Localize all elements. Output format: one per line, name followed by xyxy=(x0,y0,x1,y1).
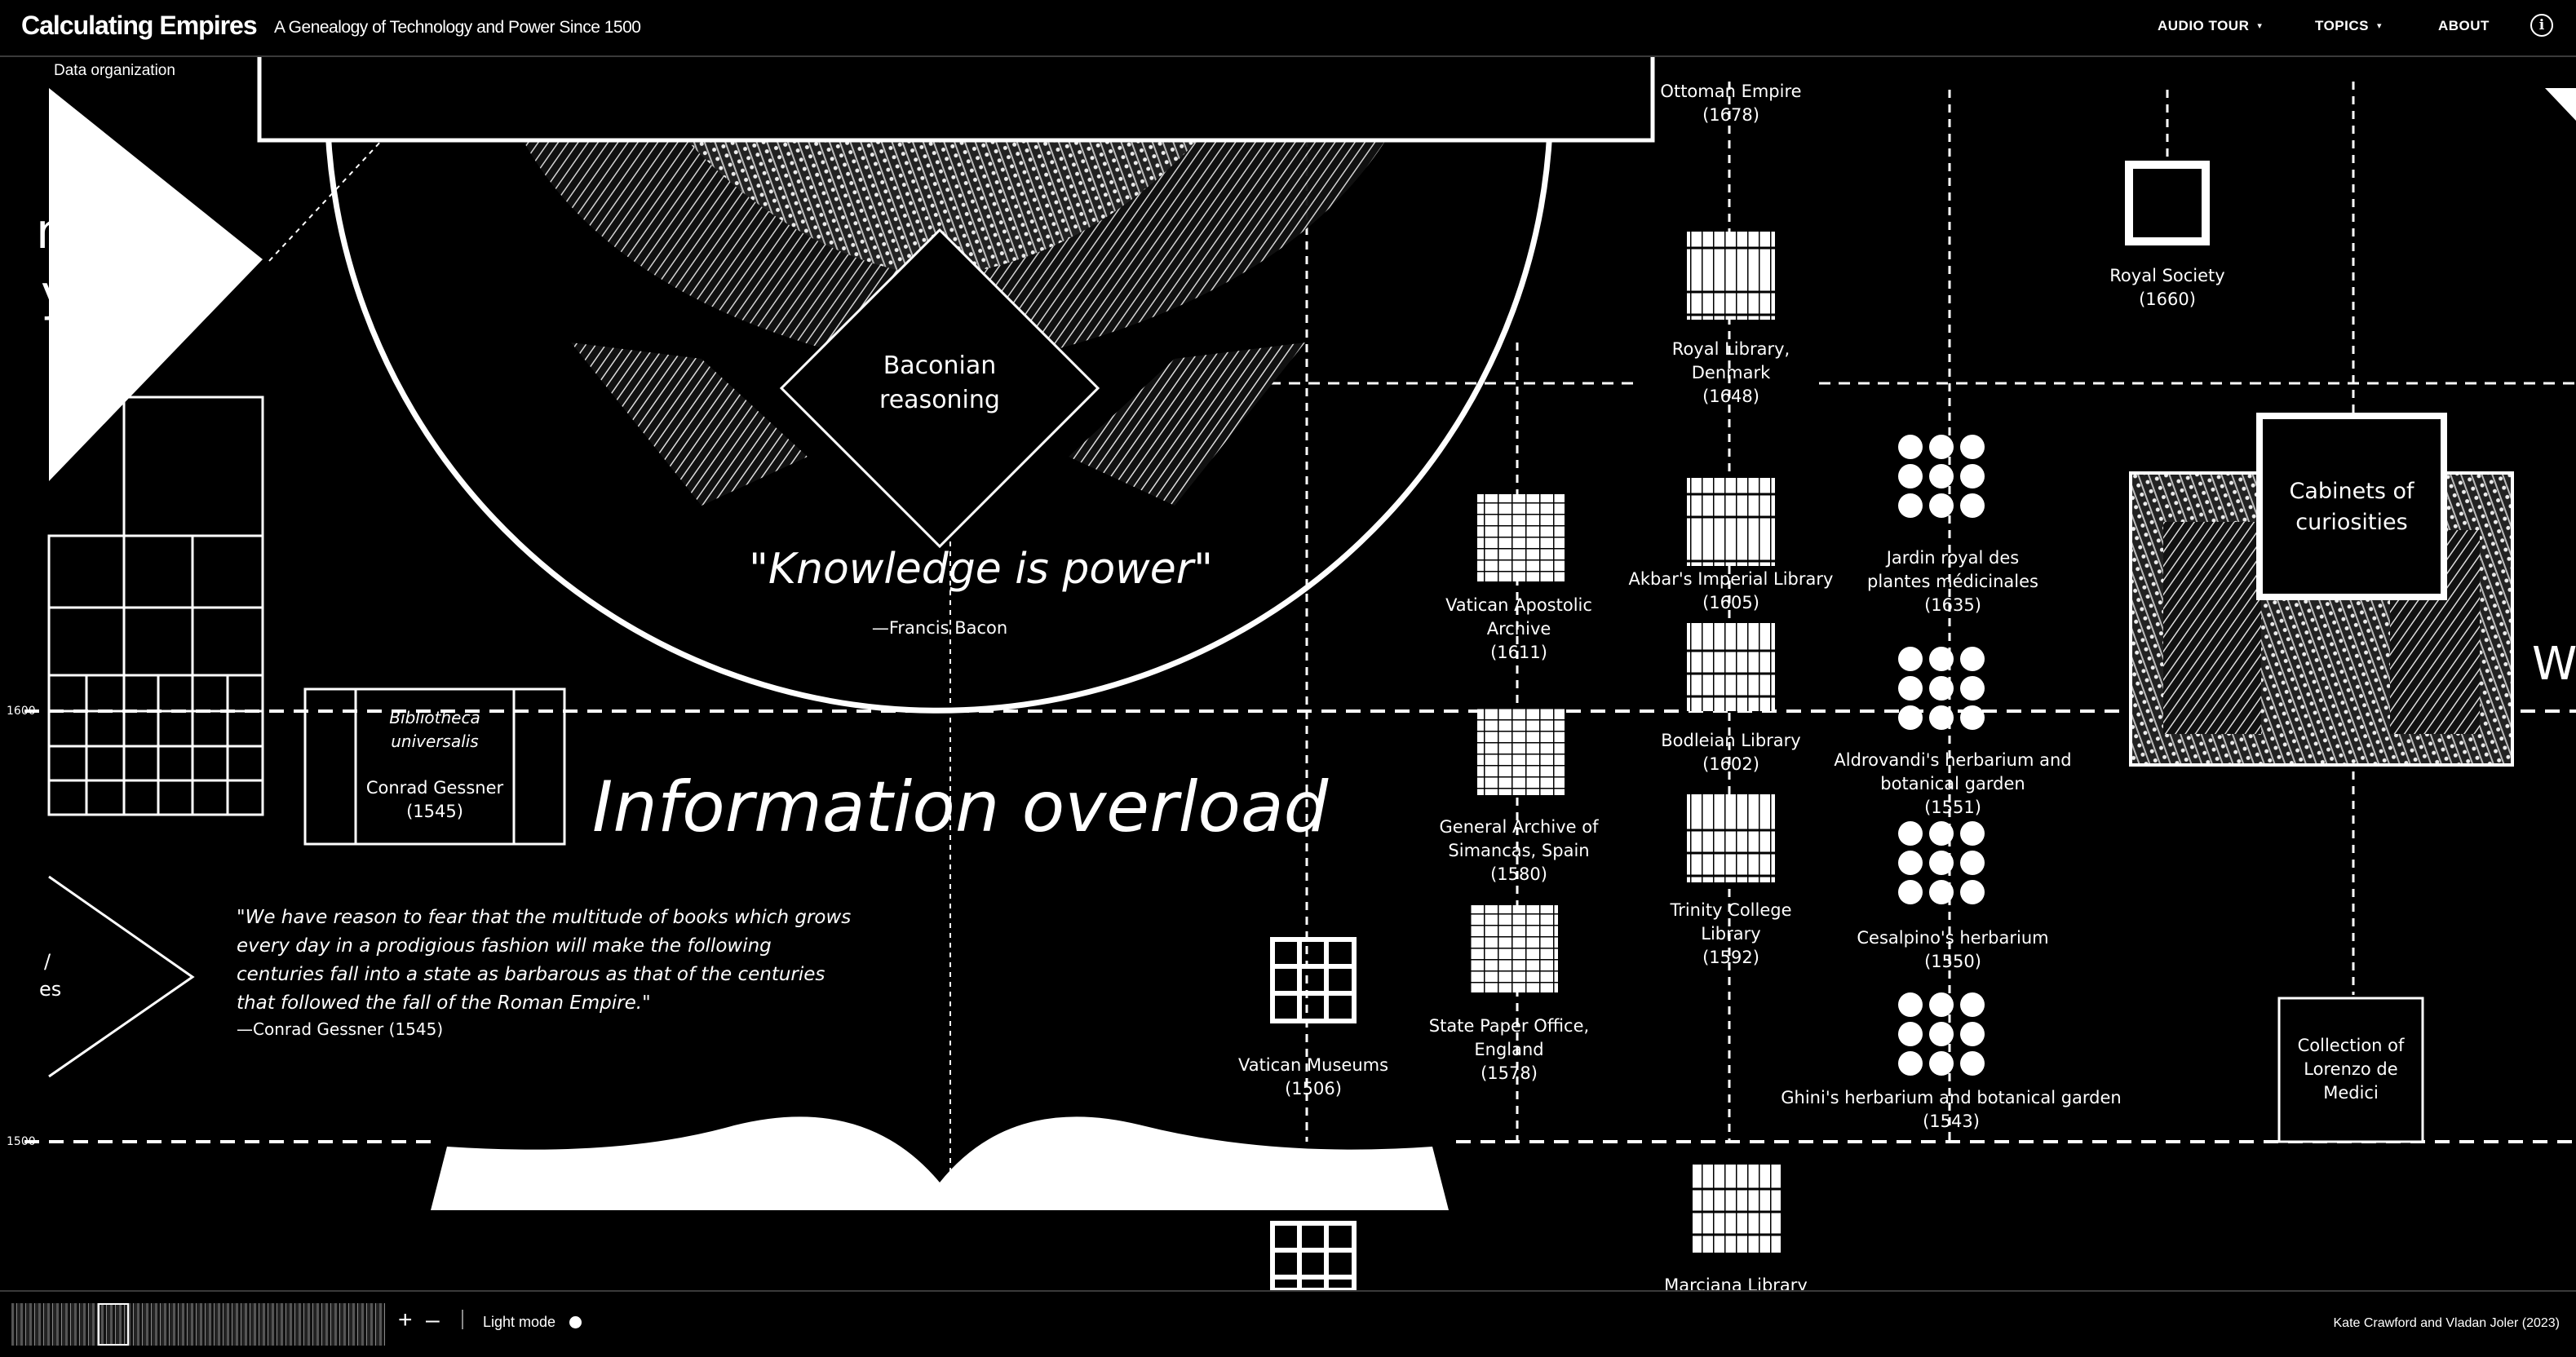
bottom-bar: + – Light mode Kate Crawford and Vladan … xyxy=(0,1290,2576,1357)
archive-icon[interactable] xyxy=(1477,494,1565,581)
bibliotheca-author[interactable]: Conrad Gessner (1545) xyxy=(365,778,504,821)
year-marker-1600: 1600 xyxy=(7,705,36,718)
right-fragment: W xyxy=(2532,638,2576,691)
node-vatican-museums[interactable]: Vatican Museums(1506) xyxy=(1237,1055,1389,1098)
library-icon[interactable] xyxy=(1687,478,1775,566)
cabinet-engraving xyxy=(2129,471,2514,767)
nav-topics[interactable]: TOPICS▾ xyxy=(2315,18,2383,33)
library-icon[interactable] xyxy=(1687,623,1775,711)
knowledge-quote: "Knowledge is power" xyxy=(749,545,1214,594)
year-marker-1500: 1500 xyxy=(7,1135,36,1148)
node-state-paper-office[interactable]: State Paper Office,England(1578) xyxy=(1428,1016,1590,1083)
archive-icon[interactable] xyxy=(1477,708,1565,795)
library-icon[interactable] xyxy=(1687,794,1775,882)
library-icon[interactable] xyxy=(1693,1165,1781,1253)
library-icon[interactable] xyxy=(1687,232,1775,320)
royal-society-icon[interactable] xyxy=(2125,161,2210,245)
museum-icon[interactable] xyxy=(1270,937,1357,1023)
baconian-diamond[interactable] xyxy=(779,228,1100,549)
node-ottoman-empire[interactable]: Ottoman Empire(1678) xyxy=(1660,82,1802,125)
left-fragment-mid: / es xyxy=(39,950,62,1001)
node-cesalpino-herbarium[interactable]: Cesalpino's herbarium(1550) xyxy=(1857,928,2049,971)
chevron-down-icon: ▾ xyxy=(2257,21,2263,31)
minimap-viewport-handle[interactable] xyxy=(98,1303,129,1346)
museum-icon[interactable] xyxy=(1270,1221,1357,1293)
bacon-attribution: —Francis Bacon xyxy=(871,618,1008,638)
zoom-out-button[interactable]: – xyxy=(426,1306,440,1333)
site-title[interactable]: Calculating Empires xyxy=(21,11,258,40)
light-mode-label[interactable]: Light mode xyxy=(483,1314,556,1330)
herbarium-icons[interactable] xyxy=(1898,435,1985,1076)
info-icon[interactable]: i xyxy=(2530,14,2553,37)
left-edge-shapes xyxy=(47,88,264,1078)
lorenzo-box[interactable] xyxy=(2277,997,2424,1143)
top-bar: Calculating Empires A Genealogy of Techn… xyxy=(0,0,2576,57)
gessner-quote: "We have reason to fear that the multitu… xyxy=(237,907,852,1014)
cabinets-box[interactable] xyxy=(2256,413,2447,600)
section-label: Data organization xyxy=(54,62,175,79)
minimap[interactable] xyxy=(11,1303,385,1346)
node-bodleian-library[interactable]: Bodleian Library(1602) xyxy=(1661,731,1801,774)
right-edge-shape xyxy=(2545,88,2576,121)
chevron-down-icon: ▾ xyxy=(2376,21,2383,31)
archive-icon[interactable] xyxy=(1471,905,1558,992)
bibliotheca-box[interactable] xyxy=(303,687,566,846)
node-akbar-library[interactable]: Akbar's Imperial Library(1605) xyxy=(1628,569,1834,612)
baconian-reasoning-label[interactable]: Baconian reasoning xyxy=(879,351,1000,414)
gessner-attribution: —Conrad Gessner (1545) xyxy=(237,1019,444,1039)
bibliotheca-title[interactable]: Bibliotheca universalis xyxy=(389,708,480,751)
nav-audio-tour[interactable]: AUDIO TOUR▾ xyxy=(2158,18,2263,33)
divider xyxy=(462,1310,463,1329)
light-mode-toggle[interactable] xyxy=(569,1316,582,1328)
node-royal-society[interactable]: Royal Society(1660) xyxy=(2109,266,2225,309)
node-ghini-herbarium[interactable]: Ghini's herbarium and botanical garden(1… xyxy=(1781,1088,2122,1131)
open-book xyxy=(431,1116,1449,1210)
node-royal-library-denmark[interactable]: Royal Library,Denmark(1648) xyxy=(1671,339,1790,406)
nav-about[interactable]: ABOUT xyxy=(2438,18,2490,33)
zoom-in-button[interactable]: + xyxy=(398,1306,413,1333)
site-subtitle: A Genealogy of Technology and Power Sinc… xyxy=(274,18,641,37)
credit-text: Kate Crawford and Vladan Joler (2023) xyxy=(2333,1316,2561,1330)
information-overload-title: Information overload xyxy=(592,767,1329,848)
